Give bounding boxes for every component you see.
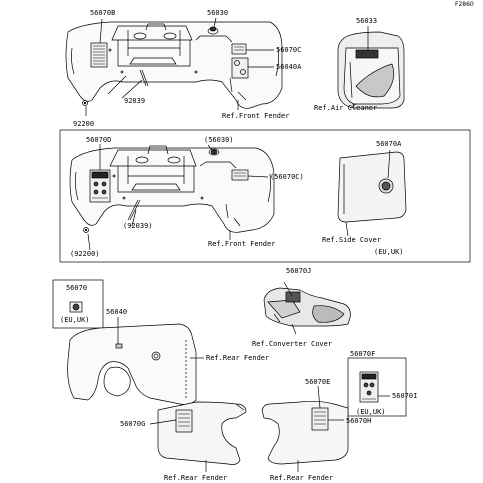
part-number-56070: 56070	[66, 284, 88, 292]
label-56070C-shape	[231, 43, 247, 55]
rear-fender-drawing	[67, 323, 197, 405]
converter-cover-drawing	[263, 287, 351, 327]
part-number-56070F: 56070F	[350, 350, 376, 358]
front-fender-middle	[69, 145, 275, 233]
part-number-56070B: 56070B	[90, 9, 116, 17]
part-number-56040: 56040	[106, 308, 128, 316]
part-number-56070H: 56070H	[346, 417, 372, 425]
part-number-92200: 92200	[73, 120, 95, 128]
part-number-56040A: 56040A	[276, 63, 302, 71]
middle-panel-frame	[59, 129, 471, 263]
part-number-56070G: 56070G	[120, 420, 146, 428]
part-number-56030: 56030	[207, 9, 229, 17]
part-number-92039-ref: (92039)	[123, 222, 153, 230]
part-number-56070C: 56070C	[276, 46, 302, 54]
front-fender-top	[65, 21, 283, 109]
eu-uk-note-right: (EU,UK)	[356, 408, 386, 416]
ref-rear-fender-2: Ref.Rear Fender	[164, 474, 228, 482]
rear-fender-right-drawing	[261, 400, 349, 465]
part-number-92200-ref: (92200)	[70, 250, 100, 258]
eu-uk-box-left	[52, 279, 104, 329]
label-56040A-shape	[231, 57, 249, 79]
part-number-92039: 92039	[124, 97, 146, 105]
air-cleaner-drawing	[337, 31, 405, 109]
eu-uk-box-right	[347, 357, 407, 417]
part-number-56030-ref: (56030)	[204, 136, 234, 144]
ref-rear-fender-3: Ref.Rear Fender	[270, 474, 334, 482]
part-number-56070D: 56070D	[86, 136, 112, 144]
eu-uk-note-left: (EU,UK)	[60, 316, 90, 324]
part-number-56070C-ref: (56070C)	[270, 173, 304, 181]
part-number-56033: 56033	[356, 17, 378, 25]
rear-fender-left-drawing	[157, 401, 247, 465]
ref-side-cover: Ref.Side Cover	[322, 236, 382, 244]
part-number-56070E: 56070E	[305, 378, 331, 386]
eu-uk-note-side-cover: (EU,UK)	[374, 248, 404, 256]
part-number-56070I: 56070I	[392, 392, 418, 400]
ref-air-cleaner: Ref.Air Cleaner	[314, 104, 378, 112]
side-cover-drawing	[337, 151, 407, 223]
figure-code: F2860	[455, 1, 474, 8]
ref-rear-fender-1: Ref.Rear Fender	[206, 354, 270, 362]
ref-front-fender-2: Ref.Front Fender	[208, 240, 276, 248]
part-number-56070J: 56070J	[286, 267, 312, 275]
part-number-56070A: 56070A	[376, 140, 402, 148]
ref-converter-cover: Ref.Converter Cover	[252, 340, 333, 348]
ref-front-fender-1: Ref.Front Fender	[222, 112, 290, 120]
